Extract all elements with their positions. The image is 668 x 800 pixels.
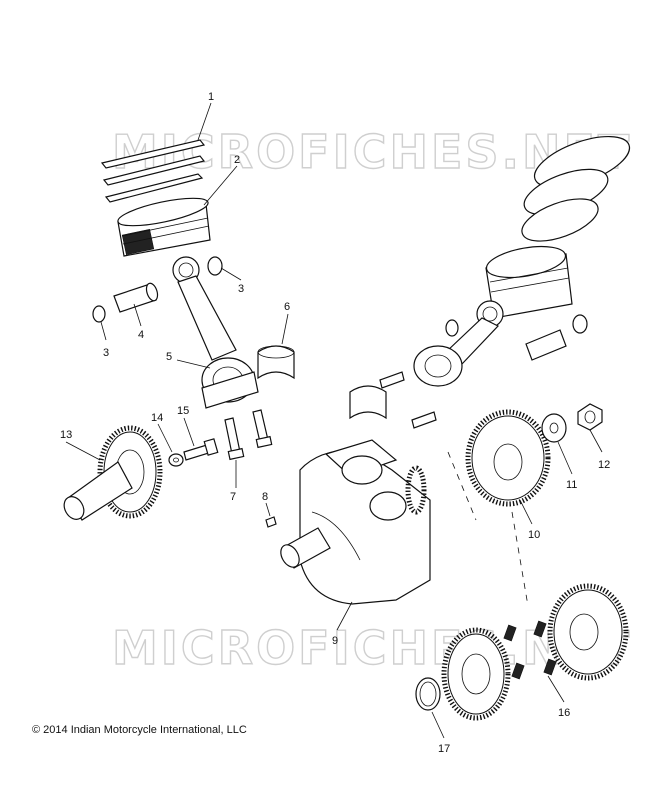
piston-left — [117, 197, 211, 257]
copyright-notice: © 2014 Indian Motorcycle International, … — [32, 724, 247, 736]
leader-lines — [65, 102, 603, 739]
piston-pin-left — [113, 282, 159, 313]
gear-10 — [465, 409, 551, 507]
callout-5: 5 — [166, 351, 172, 363]
callout-10: 10 — [528, 529, 540, 541]
callout-2: 2 — [234, 154, 240, 166]
callout-8: 8 — [262, 491, 268, 503]
rod-bolts — [224, 409, 273, 461]
bearing-shell-left — [257, 345, 295, 380]
nut-12 — [577, 403, 603, 431]
circlip-left — [92, 305, 106, 323]
copyright-text: 2014 Indian Motorcycle International, LL… — [43, 724, 247, 736]
springs-16 — [503, 620, 557, 680]
drive-gear-right — [547, 583, 629, 681]
copyright-symbol: © — [32, 724, 41, 736]
piston-rings-right — [521, 135, 631, 242]
piston-pin-right — [525, 329, 567, 361]
washer-14 — [168, 453, 184, 467]
callout-7: 7 — [230, 491, 236, 503]
callout-9: 9 — [332, 635, 338, 647]
driven-gear — [441, 627, 511, 721]
callout-16: 16 — [558, 707, 570, 719]
crankshaft-9 — [280, 439, 431, 605]
callout-3-left: 3 — [103, 347, 109, 359]
callout-6: 6 — [284, 301, 290, 313]
woodruff-key — [265, 516, 277, 528]
callout-11: 11 — [566, 479, 577, 491]
piston-rings-left — [100, 139, 206, 203]
piston-right — [485, 245, 573, 319]
bearing-shell-right — [349, 385, 387, 420]
rod-bolts-right — [379, 371, 437, 429]
callout-12: 12 — [598, 459, 610, 471]
bolt-15 — [183, 438, 219, 461]
callout-4: 4 — [138, 329, 144, 341]
callout-13: 13 — [60, 429, 72, 441]
callout-15: 15 — [177, 405, 189, 417]
circlip-right-1 — [445, 319, 459, 337]
callout-17: 17 — [438, 743, 450, 755]
connecting-rod-right — [413, 300, 504, 387]
callout-3-upper: 3 — [238, 283, 244, 295]
crank-gear-13 — [63, 425, 163, 521]
circlip-right-2 — [572, 314, 588, 334]
callout-1: 1 — [208, 91, 214, 103]
callout-14: 14 — [151, 412, 163, 424]
circlip-upper — [207, 256, 223, 276]
connecting-rod-left — [172, 256, 259, 409]
washer-11 — [541, 413, 567, 443]
